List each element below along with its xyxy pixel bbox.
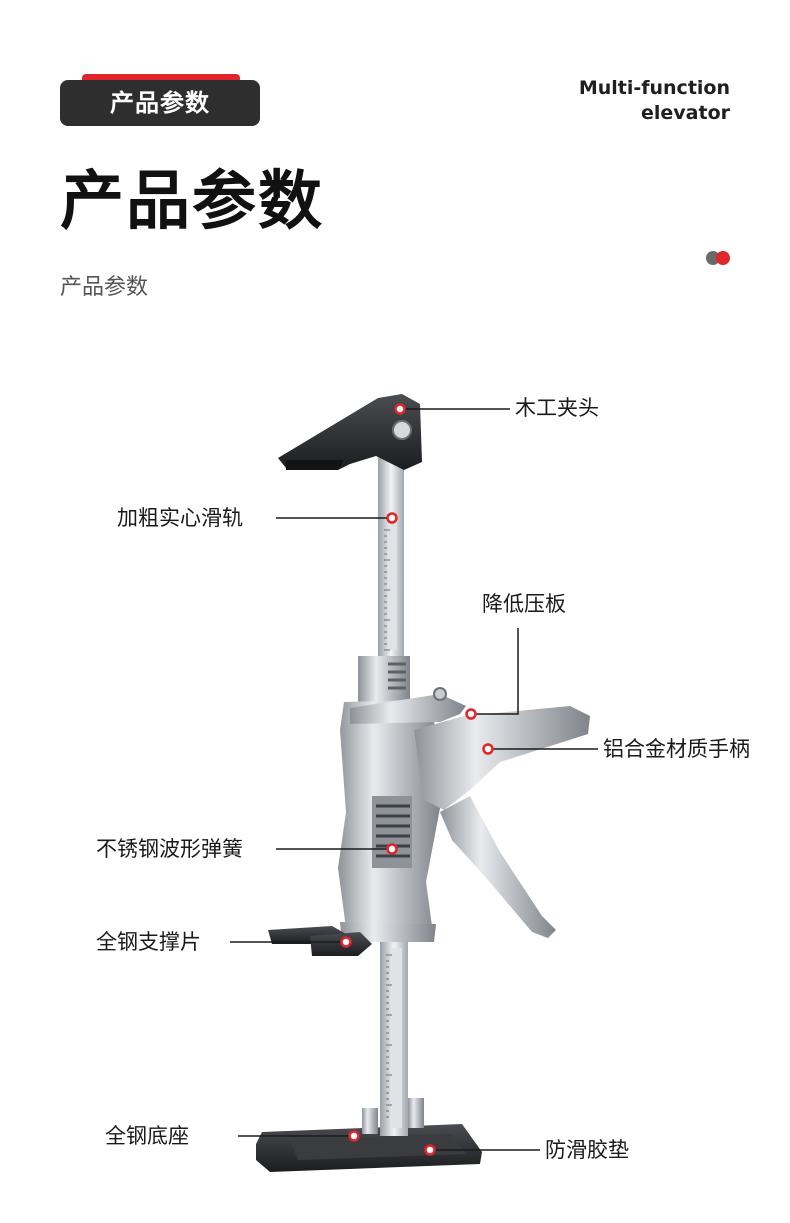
- lower-rail: [380, 940, 408, 1136]
- red-dot: [716, 251, 730, 265]
- english-caption-line1: Multi-function: [578, 77, 730, 99]
- label-support-plate: 全钢支撑片: [96, 930, 201, 954]
- callout-leaders: [230, 408, 598, 1151]
- marker-support-plate: [340, 936, 352, 948]
- english-caption-line2: elevator: [641, 102, 730, 124]
- upper-spring-housing: [358, 656, 410, 702]
- lifter-body: [338, 700, 440, 942]
- label-base: 全钢底座: [105, 1124, 189, 1148]
- badge-accent-bar: [82, 74, 240, 82]
- aluminium-handle: [414, 706, 590, 938]
- section-badge: 产品参数: [60, 80, 260, 126]
- callout-dots: [340, 403, 494, 1156]
- marker-base: [348, 1130, 360, 1142]
- english-caption: Multi-function elevator: [579, 76, 730, 126]
- label-anti-slip-pad: 防滑胶垫: [545, 1138, 629, 1162]
- label-pressure-plate: 降低压板: [482, 592, 566, 616]
- pressure-plate-lever: [350, 687, 466, 724]
- marker-anti-slip-pad: [424, 1144, 436, 1156]
- label-solid-rail: 加粗实心滑轨: [117, 506, 243, 530]
- page-subtitle: 产品参数: [60, 275, 149, 300]
- marker-solid-rail: [386, 512, 398, 524]
- page-title: 产品参数: [60, 165, 324, 239]
- label-clamp-head: 木工夹头: [515, 396, 599, 420]
- clamp-head: [278, 394, 422, 470]
- upper-rail: [378, 452, 404, 664]
- marker-pressure-plate: [465, 708, 477, 720]
- rail-ruler-marks: [384, 529, 392, 1118]
- label-spring: 不锈钢波形弹簧: [96, 837, 243, 861]
- marker-spring: [386, 843, 398, 855]
- marker-handle: [482, 743, 494, 755]
- marker-clamp-head: [394, 403, 406, 415]
- base-plate: [256, 1098, 482, 1172]
- decorative-dots: [706, 251, 732, 265]
- label-handle: 铝合金材质手柄: [603, 737, 750, 761]
